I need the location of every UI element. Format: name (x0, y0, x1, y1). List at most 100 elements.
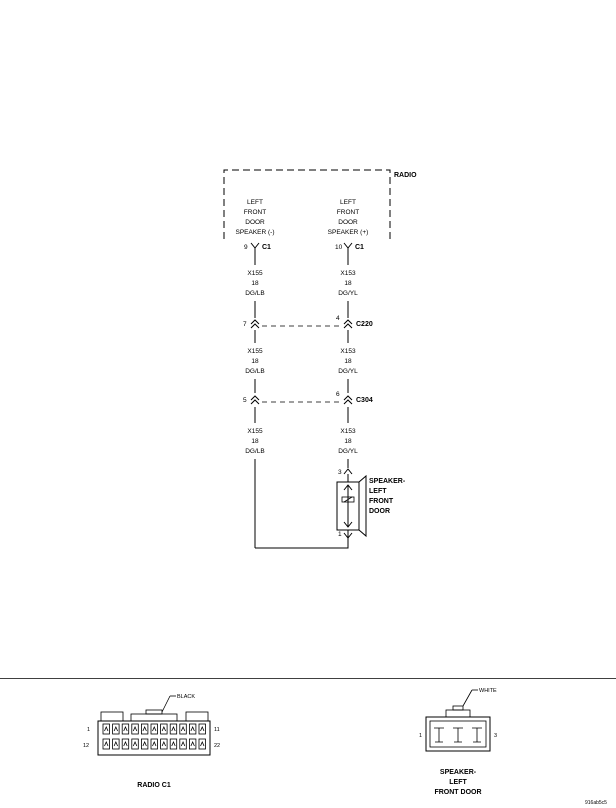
radio-c1-cavity (112, 723, 120, 735)
wire-neg-color-3: DG/LB (245, 448, 265, 455)
speaker-top-pin: 3 (338, 469, 342, 476)
radio-c1-terminal (132, 741, 138, 747)
radio-c1-cavity (131, 723, 139, 735)
radio-c1-terminal (171, 726, 176, 732)
radio-pos-label-1: LEFT (340, 199, 356, 206)
radio-c1-pin-tl: 1 (87, 727, 90, 733)
radio-c1-color-leader (161, 695, 171, 713)
speaker-label-4: DOOR (369, 508, 390, 515)
radio-c1-cavity (150, 738, 158, 750)
speaker-connector-color-leader (462, 689, 473, 707)
connector-c220: 7 4 C220 (243, 315, 373, 329)
radio-pos-label-2: FRONT (337, 209, 359, 216)
radio-c1-cavity (179, 723, 187, 735)
radio-c1-terminal (152, 741, 157, 747)
radio-c1-body (97, 720, 211, 756)
radio-c1-terminal (142, 741, 147, 747)
wire-neg-code-1: X155 (247, 270, 263, 277)
c220-neg-pin: 7 (243, 321, 247, 328)
radio-c1-cavity (188, 738, 197, 750)
radio-c1-terminal (104, 741, 109, 747)
wire-neg-code-3: X155 (247, 428, 263, 435)
radio-neg-label-2: FRONT (244, 209, 266, 216)
radio-c1-terminal (180, 741, 186, 747)
speaker-left-front-door: 3 1 SPEAKER- LEFT FRONT DOOR (336, 468, 406, 539)
wire-neg-gauge-3: 18 (251, 438, 259, 445)
wire-pos-color-2: DG/YL (338, 368, 358, 375)
speaker-connector-cavities (434, 727, 482, 743)
radio-c1-terminal (142, 726, 147, 732)
radio-c1-terminal (200, 726, 205, 732)
radio-c1-cavity (160, 738, 168, 750)
radio-c1-terminal (171, 741, 176, 747)
radio-c1-cavity (102, 738, 110, 750)
radio-c1-cavity (131, 738, 139, 750)
wire-neg-color-2: DG/LB (245, 368, 265, 375)
wire-neg-code-2: X155 (247, 348, 263, 355)
radio-c1-cavity (188, 723, 197, 735)
speaker-label-3: FRONT (369, 498, 394, 505)
radio-c1-terminal (113, 741, 118, 747)
radio-c1-face-view: BLACK 1 11 12 22 RADIO C1 (83, 694, 220, 789)
radio-c1-cavity (140, 738, 149, 750)
speaker-connector-color: WHITE (479, 688, 497, 694)
radio-c1-terminal (161, 726, 166, 732)
speaker-top-terminal (343, 468, 353, 475)
radio-c1-terminal (123, 741, 128, 747)
speaker-connector-title-3: FRONT DOOR (434, 789, 481, 796)
speaker-connector-face-view: WHITE 1 3 SPEAKER- LEFT FRONT DOOR (419, 688, 497, 796)
radio-c1-cavity (121, 723, 130, 735)
radio-c1-cavity (198, 723, 206, 735)
wires (254, 248, 349, 549)
wire-neg-gauge-2: 18 (251, 358, 259, 365)
speaker-connector-title-2: LEFT (449, 779, 467, 786)
wire-pos-code-3: X153 (340, 428, 356, 435)
radio-neg-label-4: SPEAKER (-) (235, 229, 274, 236)
radio-c1-cavity (169, 723, 178, 735)
wire-pos-gauge-3: 18 (344, 438, 352, 445)
radio-pos-label-3: DOOR (338, 219, 358, 226)
radio-c1-pin-bl: 12 (83, 743, 89, 749)
radio-pos-pin: 10 (335, 244, 343, 251)
wire-pos-code-1: X153 (340, 270, 356, 277)
wire-labels: X155 18 DG/LB X153 18 DG/YL X155 18 DG/L… (245, 270, 358, 455)
radio-c1-pin-br: 22 (214, 743, 220, 749)
radio-pos-connector: C1 (355, 244, 364, 251)
radio-c1-cavity (179, 738, 187, 750)
radio-c1-title: RADIO C1 (137, 782, 171, 789)
speaker-connector-pin-left: 1 (419, 733, 422, 739)
wire-pos-gauge-2: 18 (344, 358, 352, 365)
c220-pos-pin: 4 (336, 315, 340, 322)
radio-neg-label-3: DOOR (245, 219, 265, 226)
c304-pos-pin: 6 (336, 391, 340, 398)
speaker-label-2: LEFT (369, 488, 387, 495)
radio-label: RADIO (394, 172, 417, 179)
speaker-label-1: SPEAKER- (369, 478, 406, 485)
wire-pos-color-3: DG/YL (338, 448, 358, 455)
radio-c1-terminal (200, 741, 205, 747)
figure-id: 916ab5c5 (585, 800, 607, 806)
radio-c1-terminal (113, 726, 118, 732)
c304-label: C304 (356, 397, 373, 404)
radio-c1-terminal (180, 726, 186, 732)
radio-neg-connector: C1 (262, 244, 271, 251)
radio-c1-cavity (169, 738, 178, 750)
radio-neg-label-1: LEFT (247, 199, 263, 206)
c220-label: C220 (356, 321, 373, 328)
radio-c1-terminal (104, 726, 109, 732)
c304-neg-pin: 5 (243, 397, 247, 404)
radio-c1-terminal (123, 726, 128, 732)
speaker-connector-title-1: SPEAKER- (440, 769, 477, 776)
wire-pos-color-1: DG/YL (338, 290, 358, 297)
radio-c1-cavity (112, 738, 120, 750)
radio-c1-terminals: 9 10 C1 C1 (244, 242, 364, 251)
radio-c1-cavity (160, 723, 168, 735)
radio-c1-terminal (152, 726, 157, 732)
radio-c1-terminal (132, 726, 138, 732)
speaker-bottom-terminal (343, 532, 353, 539)
wire-pos-gauge-1: 18 (344, 280, 352, 287)
radio-c1-pin-tr: 11 (214, 727, 220, 733)
radio-c1-terminal (161, 741, 166, 747)
radio-c1-cavity (121, 738, 130, 750)
